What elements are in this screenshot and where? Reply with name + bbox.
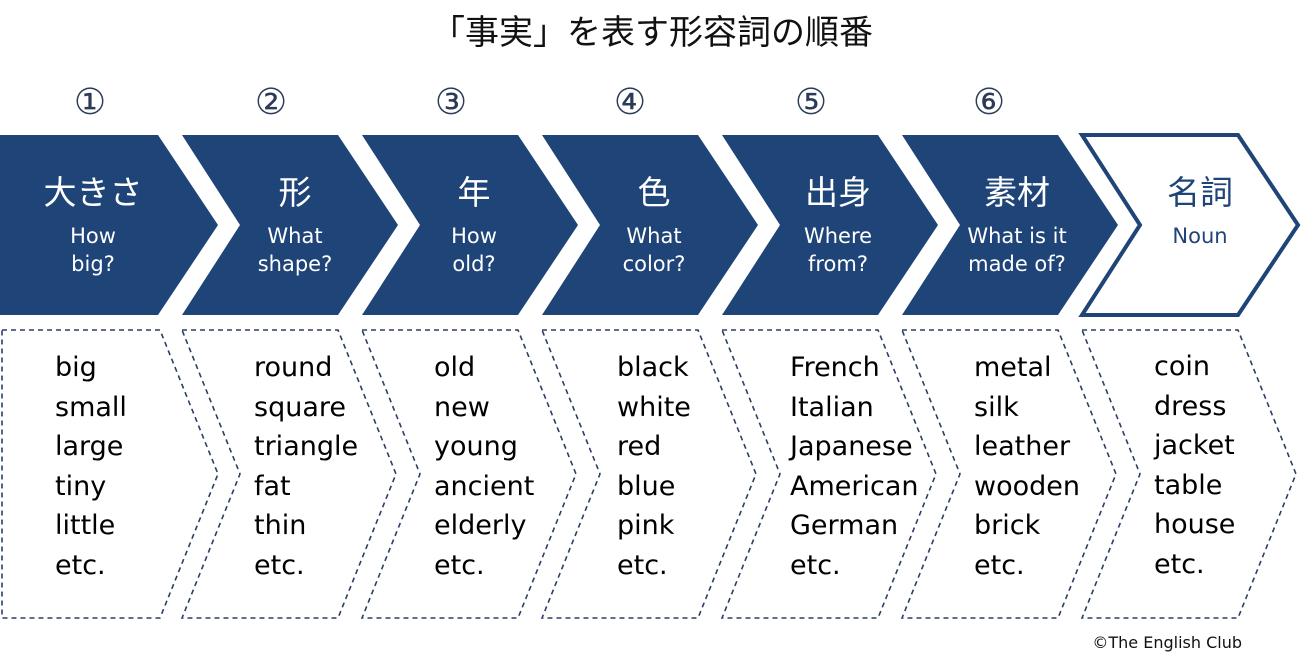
category-question: What shape?: [257, 224, 333, 276]
dashed-box-3: [360, 329, 577, 619]
list-item: fat: [254, 470, 291, 502]
dashed-box-noun: [1080, 329, 1297, 619]
chevron-label-1: 大きさ How big?: [8, 168, 178, 278]
chevron-6: [902, 135, 1118, 315]
category-jp: 出身: [805, 173, 871, 212]
list-item: ancient: [434, 470, 535, 502]
step-number-3: ③: [434, 82, 468, 123]
list-item: Italian: [790, 391, 874, 423]
dashed-box-5: [720, 329, 937, 619]
category-jp: 色: [637, 173, 671, 212]
word-list-5: French Italian Japanese American German …: [790, 348, 970, 586]
list-item: little: [55, 510, 116, 542]
list-item: table: [1154, 469, 1223, 501]
word-list-2: round square triangle fat thin etc.: [254, 348, 434, 586]
page-title: 「事実」を表す形容詞の順番: [431, 13, 873, 53]
list-item: tiny: [55, 470, 107, 502]
list-item: large: [55, 431, 124, 463]
step-number-1: ①: [73, 82, 107, 123]
list-item: etc.: [434, 549, 485, 581]
word-list-6: metal silk leather wooden brick etc.: [974, 348, 1154, 586]
list-item: round: [254, 352, 333, 383]
word-list-1: big small large tiny little etc.: [55, 348, 235, 586]
step-number-2: ②: [254, 82, 288, 123]
list-item: triangle: [254, 431, 359, 463]
step-number-6: ⑥: [972, 82, 1006, 123]
list-item: black: [617, 352, 689, 383]
category-question: What is it made of?: [967, 224, 1067, 276]
list-item: dress: [1154, 390, 1227, 422]
chevron-label-2: 形 What shape?: [210, 168, 380, 278]
list-item: etc.: [254, 549, 305, 581]
list-item: etc.: [1154, 548, 1205, 580]
list-item: American: [790, 470, 919, 502]
category-jp: 形: [278, 173, 312, 212]
chevron-label-6: 素材 What is it made of?: [932, 168, 1102, 278]
word-list-3: old new young ancient elderly etc.: [434, 348, 614, 586]
list-item: etc.: [55, 549, 106, 581]
step-number-4: ④: [613, 82, 647, 123]
category-question: Noun: [1172, 224, 1228, 248]
chevron-label-3: 年 How old?: [389, 168, 559, 278]
step-number-5: ⑤: [794, 82, 828, 123]
list-item: Japanese: [790, 431, 913, 463]
word-list-noun: coin dress jacket table house etc.: [1154, 347, 1304, 585]
list-item: jacket: [1154, 430, 1235, 462]
dashed-box-6: [900, 329, 1117, 619]
category-jp: 素材: [984, 173, 1050, 212]
word-list-4: black white red blue pink etc.: [617, 348, 797, 586]
list-item: blue: [617, 470, 676, 502]
list-item: etc.: [617, 549, 668, 581]
category-question: What color?: [622, 224, 686, 276]
chevron-4: [542, 135, 758, 315]
category-jp: 大きさ: [43, 173, 143, 212]
chevron-5: [722, 135, 938, 315]
list-item: red: [617, 431, 662, 463]
list-item: brick: [974, 510, 1041, 542]
list-item: elderly: [434, 510, 527, 542]
list-item: small: [55, 391, 127, 423]
copyright-credit: ©The English Club: [1092, 633, 1242, 652]
list-item: etc.: [790, 549, 841, 581]
chevron-3: [362, 135, 578, 315]
chevron-noun: [1078, 133, 1301, 317]
category-question: How old?: [451, 224, 497, 276]
dashed-box-2: [180, 329, 397, 619]
list-item: pink: [617, 510, 675, 542]
list-item: white: [617, 391, 691, 423]
category-question: How big?: [70, 224, 116, 276]
list-item: thin: [254, 510, 307, 542]
list-item: coin: [1154, 351, 1210, 382]
list-item: big: [55, 352, 97, 383]
dashed-box-4: [540, 329, 757, 619]
dashed-box-1: [1, 329, 219, 619]
category-jp: 年: [457, 173, 491, 212]
chevron-1: [0, 135, 218, 315]
list-item: house: [1154, 509, 1236, 541]
chevron-label-noun: 名詞 Noun: [1115, 168, 1285, 250]
chevron-label-5: 出身 Where from?: [753, 168, 923, 278]
category-question: Where from?: [803, 224, 873, 276]
chevron-2: [182, 135, 398, 315]
chevron-label-4: 色 What color?: [569, 168, 739, 278]
list-item: new: [434, 391, 490, 423]
list-item: silk: [974, 391, 1019, 423]
category-jp: 名詞: [1167, 173, 1233, 212]
list-item: German: [790, 510, 899, 542]
list-item: wooden: [974, 470, 1080, 502]
list-item: square: [254, 391, 346, 423]
list-item: young: [434, 431, 518, 463]
list-item: etc.: [974, 549, 1025, 581]
list-item: metal: [974, 352, 1052, 383]
list-item: old: [434, 352, 476, 383]
list-item: leather: [974, 431, 1071, 463]
list-item: French: [790, 352, 880, 383]
